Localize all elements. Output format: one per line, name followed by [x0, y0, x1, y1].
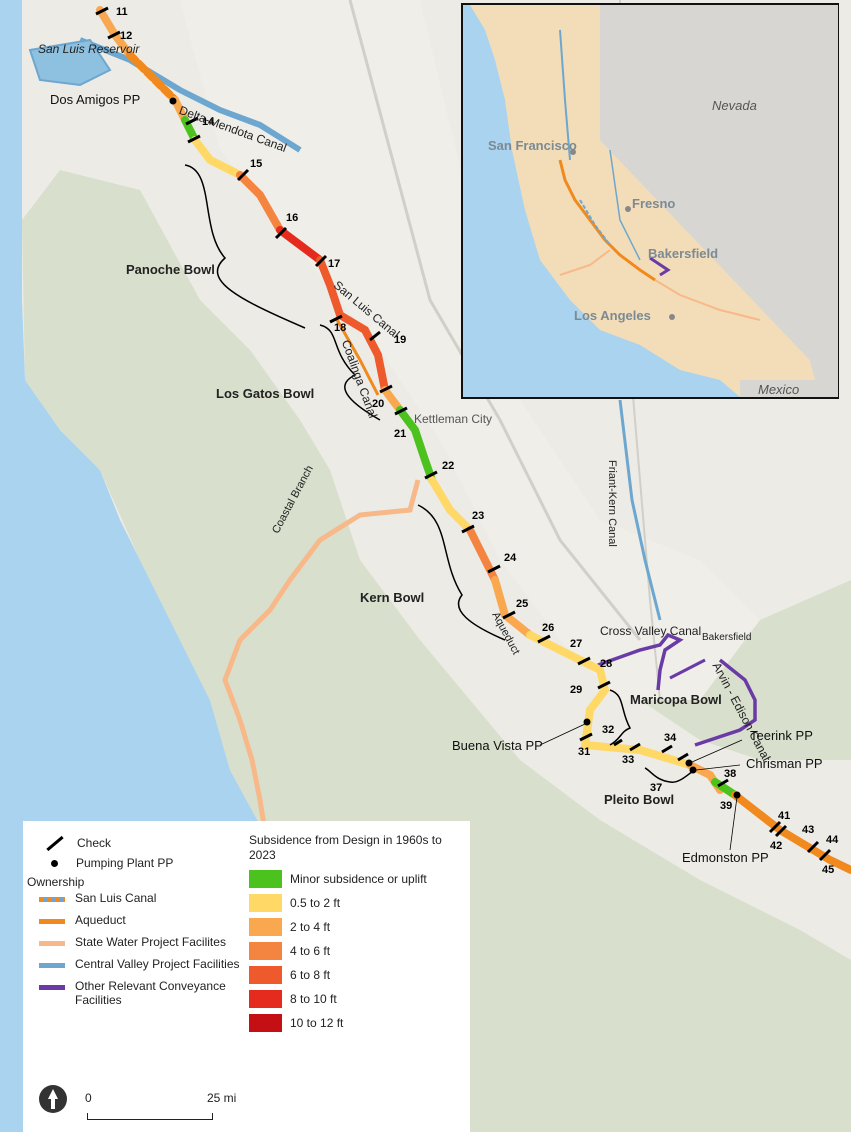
subsidence-class-label: Minor subsidence or uplift — [290, 872, 427, 886]
subsidence-class-row: 8 to 10 ft — [249, 987, 459, 1011]
ownership-label: State Water Project Facilites — [75, 935, 226, 949]
coast-ranges-relief — [22, 170, 851, 1132]
ownership-title: Ownership — [27, 875, 85, 889]
subsidence-title: Subsidence from Design in 1960s to 2023 — [249, 833, 442, 862]
subsidence-swatch — [249, 990, 282, 1008]
subsidence-class-label: 2 to 4 ft — [290, 920, 331, 934]
subsidence-class-row: 2 to 4 ft — [249, 915, 459, 939]
subsidence-swatch — [249, 894, 282, 912]
subsidence-class-list: Minor subsidence or uplift 0.5 to 2 ft 2 t… — [249, 867, 459, 1035]
sierra-relief — [640, 580, 851, 760]
ownership-label: San Luis Canal — [75, 891, 157, 905]
ownership-swatch — [39, 897, 65, 902]
legend-check-label: Check — [77, 836, 112, 850]
inset-mexico — [740, 380, 838, 397]
subsidence-class-row: 4 to 6 ft — [249, 939, 459, 963]
inset-california — [463, 5, 820, 397]
subsidence-class-label: 8 to 10 ft — [290, 992, 337, 1006]
purple-spur — [669, 658, 706, 680]
bowl-braces — [184, 164, 696, 783]
subsidence-swatch — [249, 918, 282, 936]
san-luis-reservoir-shape — [28, 38, 112, 87]
inset-nevada — [600, 5, 838, 397]
aqueduct-segments — [96, 6, 851, 874]
scale-start-label: 0 — [85, 1091, 92, 1105]
leader-lines — [539, 723, 743, 851]
ownership-row: State Water Project Facilites — [39, 935, 245, 957]
inset-map — [461, 3, 839, 399]
subsidence-class-row: 0.5 to 2 ft — [249, 891, 459, 915]
cross-valley-canal-line — [597, 632, 684, 691]
ownership-row: San Luis Canal — [39, 891, 245, 913]
subsidence-swatch — [249, 1014, 282, 1032]
ownership-swatch — [39, 941, 65, 946]
legend: Check Pumping Plant PP Ownership San Lui… — [23, 821, 470, 1132]
subsidence-class-label: 4 to 6 ft — [290, 944, 331, 958]
check-symbol-icon — [46, 835, 64, 851]
subsidence-class-label: 10 to 12 ft — [290, 1016, 344, 1030]
ownership-row: Other Relevant Conveyance Facilities — [39, 979, 245, 1007]
ownership-label: Other Relevant Conveyance Facilities — [75, 979, 226, 1007]
delta-mendota-canal-line — [78, 37, 302, 153]
subsidence-swatch — [249, 870, 282, 888]
subsidence-class-row: Minor subsidence or uplift — [249, 867, 459, 891]
ownership-row: Aqueduct — [39, 913, 245, 935]
subsidence-class-label: 0.5 to 2 ft — [290, 896, 341, 910]
subsidence-class-row: 6 to 8 ft — [249, 963, 459, 987]
ownership-swatch — [39, 919, 65, 924]
friant-kern-canal-line — [618, 399, 662, 621]
scale-end-label: 25 mi — [207, 1091, 237, 1105]
subsidence-swatch — [249, 942, 282, 960]
check-marks — [95, 6, 832, 862]
ownership-row: Central Valley Project Facilities — [39, 957, 245, 979]
ownership-swatch — [39, 963, 65, 968]
legend-pp-row: Pumping Plant PP — [45, 853, 245, 873]
ownership-label: Central Valley Project Facilities — [75, 957, 240, 971]
coalinga-canal-line — [334, 317, 380, 396]
subsidence-swatch — [249, 966, 282, 984]
arvin-edison-canal-line — [694, 658, 757, 747]
north-arrow-icon — [39, 1085, 67, 1113]
ownership-label: Aqueduct — [75, 913, 126, 927]
pumping-plant-symbol-icon — [51, 859, 58, 867]
ownership-swatch — [39, 985, 65, 990]
subsidence-class-label: 6 to 8 ft — [290, 968, 331, 982]
subsidence-class-row: 10 to 12 ft — [249, 1011, 459, 1035]
legend-pp-label: Pumping Plant PP — [76, 856, 174, 870]
legend-check-row: Check — [45, 833, 245, 853]
highway — [348, 0, 642, 641]
